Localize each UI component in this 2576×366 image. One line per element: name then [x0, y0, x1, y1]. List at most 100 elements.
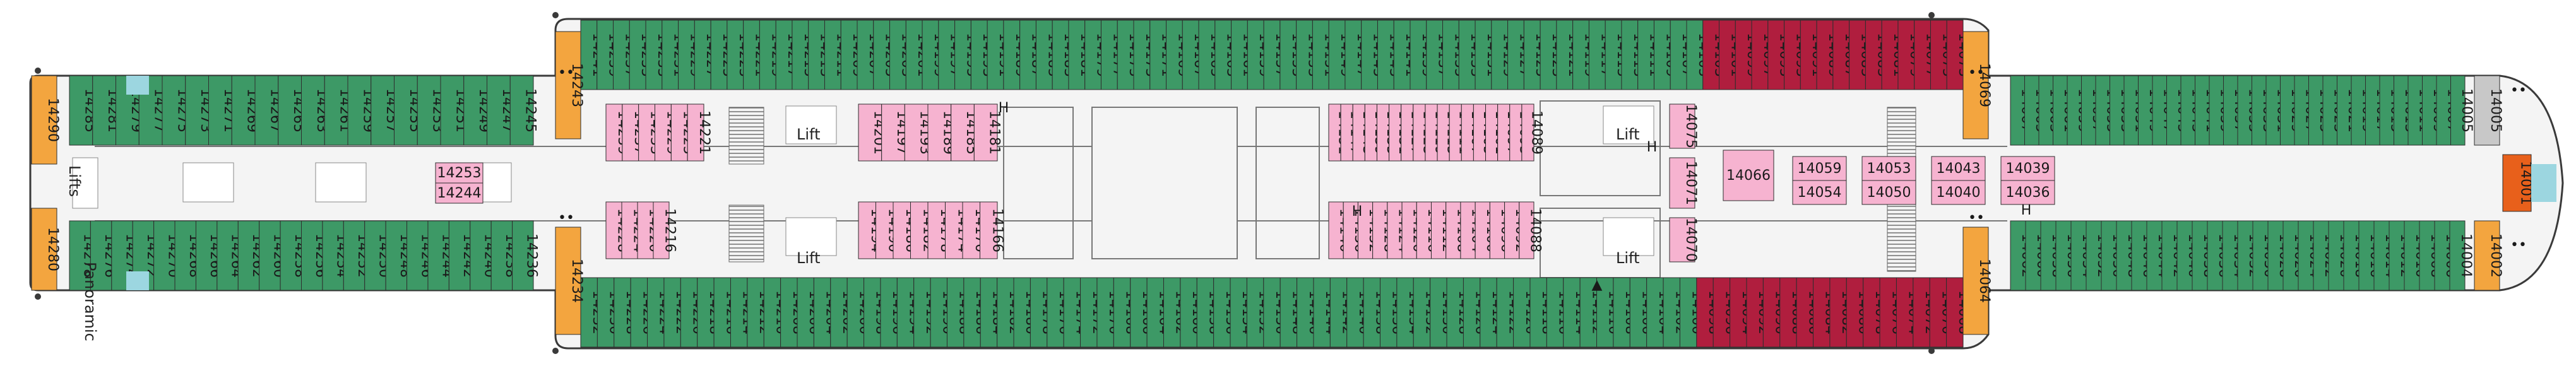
- panoramic-label: Panoramic: [81, 262, 99, 341]
- cabin-14066[interactable]: 14066: [1723, 150, 1774, 201]
- cabin-bot-fwd-14004-number: 14004: [2458, 233, 2474, 278]
- cabin-bot-aft-14268[interactable]: 14268: [174, 220, 202, 291]
- marker-star: ▲: [1592, 277, 1603, 293]
- marker-h-2: H: [1352, 204, 1363, 220]
- cabin-14053-number: 14053: [1867, 161, 1911, 177]
- cabin-14043[interactable]: 14043: [1931, 156, 1986, 181]
- suite-14002[interactable]: 14002: [2474, 220, 2503, 291]
- cabin-14054[interactable]: 14054: [1792, 180, 1847, 205]
- cabin-inner-top-b-14189[interactable]: 14189: [927, 103, 956, 162]
- cabin-inner-bot-a-14216[interactable]: 14216: [653, 201, 678, 259]
- cabin-bot-mid-14090[interactable]: 14090: [1762, 277, 1788, 348]
- suite-14280-aft[interactable]: 14280: [31, 208, 61, 291]
- cabin-top-aft-14253[interactable]: 14253: [417, 75, 446, 146]
- suite-14234[interactable]: 14234: [555, 227, 585, 335]
- suite-14001[interactable]: 14001: [2502, 154, 2534, 212]
- cabin-14075[interactable]: 14075: [1669, 103, 1699, 149]
- cabin-14039-number: 14039: [2006, 161, 2050, 177]
- cabin-14244[interactable]: 14244: [435, 182, 484, 204]
- cabin-14036-number: 14036: [2006, 185, 2050, 201]
- marker-dots-1: ••: [558, 210, 574, 226]
- cabin-inner-bot-b-14166[interactable]: 14166: [980, 201, 1006, 259]
- cabin-14059[interactable]: 14059: [1792, 156, 1847, 181]
- cabin-14059-number: 14059: [1798, 161, 1842, 177]
- cabin-top-aft-14257[interactable]: 14257: [371, 75, 399, 146]
- cabin-14040[interactable]: 14040: [1931, 180, 1986, 205]
- cabin-bot-fwd-14004[interactable]: 14004: [2449, 220, 2474, 291]
- marker-h-1: H: [999, 100, 1009, 116]
- cabin-14075-number: 14075: [1683, 104, 1699, 148]
- cabin-inner-bot-a-14216-number: 14216: [662, 208, 678, 252]
- cabin-inner-top-c-14089-number: 14089: [1528, 110, 1544, 155]
- suite-14002-number: 14002: [2488, 233, 2503, 278]
- cabin-bot-aft-14236-number: 14236: [523, 233, 539, 278]
- cabin-top-aft-14269[interactable]: 14269: [231, 75, 260, 146]
- lift-label-aft-top: Lift: [797, 126, 820, 143]
- cabin-inner-bot-c-14088-number: 14088: [1527, 208, 1543, 252]
- cabin-bot-aft-14258[interactable]: 14258: [280, 220, 307, 291]
- cabin-top-fwd-14005-number: 14005: [2459, 88, 2474, 133]
- suite-14064-number: 14064: [1976, 259, 1992, 303]
- cabin-inner-bot-b-14166-number: 14166: [989, 208, 1005, 252]
- lift-label-fwd-bottom: Lift: [1616, 249, 1639, 267]
- accent-block: [126, 271, 149, 290]
- cabin-14253[interactable]: 14253: [435, 162, 484, 184]
- suite-14064[interactable]: 14064: [1962, 227, 1992, 335]
- marker-dots-2: ••: [1968, 65, 1985, 81]
- cabin-top-aft-14249[interactable]: 14249: [463, 75, 492, 146]
- suite-14001-number: 14001: [2518, 161, 2534, 205]
- cabin-14005-number: 14005: [2488, 88, 2503, 133]
- suite-14069[interactable]: 14069: [1962, 31, 1992, 139]
- accent-block: [126, 76, 149, 95]
- cabin-14253-number: 14253: [437, 165, 482, 181]
- cabin-14040-number: 14040: [1937, 185, 1981, 201]
- suite-14243-number: 14243: [569, 63, 585, 107]
- marker-dots-4: ••: [2510, 83, 2527, 98]
- cabin-inner-bot-c-14088[interactable]: 14088: [1519, 201, 1543, 259]
- marker-dots-3: ••: [1968, 210, 1985, 226]
- cabin-top-aft-14245[interactable]: 14245: [509, 75, 538, 146]
- marker-dots-0: ••: [558, 65, 574, 81]
- cabin-inner-top-b-14181[interactable]: 14181: [973, 103, 1002, 162]
- cabin-14039[interactable]: 14039: [2000, 156, 2055, 181]
- cabin-14050-number: 14050: [1867, 185, 1911, 201]
- cabin-14244-number: 14244: [437, 186, 482, 201]
- cabin-bot-aft-14236[interactable]: 14236: [512, 220, 540, 291]
- stairwells: [728, 107, 1916, 272]
- marker-h-4: H: [1647, 139, 1658, 155]
- suite-14280-aft-number: 14280: [45, 227, 61, 271]
- lift-label-fwd-top: Lift: [1616, 126, 1639, 143]
- cabin-top-fwd-14005[interactable]: 14005: [2450, 75, 2474, 146]
- cabin-14070-number: 14070: [1683, 218, 1699, 262]
- cabin-top-aft-14251[interactable]: 14251: [440, 75, 468, 146]
- cabin-14036[interactable]: 14036: [2000, 180, 2055, 205]
- accent-block: [2531, 164, 2556, 202]
- cabin-14005[interactable]: 14005: [2474, 75, 2503, 146]
- cabin-inner-top-c-14089[interactable]: 14089: [1521, 103, 1545, 162]
- cabin-14071[interactable]: 14071: [1669, 157, 1699, 209]
- suite-14243[interactable]: 14243: [555, 31, 585, 139]
- cabin-14066-number: 14066: [1726, 168, 1771, 184]
- cabin-inner-top-a-14221[interactable]: 14221: [687, 103, 712, 162]
- cabin-14053[interactable]: 14053: [1861, 156, 1916, 181]
- bollards: [35, 12, 1935, 354]
- cabin-14043-number: 14043: [1937, 161, 1981, 177]
- cabin-14054-number: 14054: [1798, 185, 1842, 201]
- cabin-inner-top-b-14201[interactable]: 14201: [858, 103, 886, 162]
- suite-14069-number: 14069: [1976, 63, 1992, 107]
- cabin-14050[interactable]: 14050: [1861, 180, 1916, 205]
- suite-14234-number: 14234: [569, 259, 585, 303]
- lifts-label: Lifts: [66, 165, 83, 197]
- suite-14290-number: 14290: [45, 98, 61, 142]
- cabin-top-aft-14245-number: 14245: [523, 88, 538, 133]
- lift-label-aft-bottom: Lift: [797, 249, 820, 267]
- cabin-bot-aft-14246[interactable]: 14246: [407, 220, 434, 291]
- suite-14290[interactable]: 14290: [31, 75, 61, 165]
- marker-h-3: H: [2021, 203, 2032, 218]
- cabin-bot-aft-14270[interactable]: 14270: [153, 220, 181, 291]
- cabin-14070[interactable]: 14070: [1669, 217, 1699, 263]
- cabin-inner-top-b-14181-number: 14181: [987, 110, 1002, 155]
- cabin-bot-aft-14278[interactable]: 14278: [69, 220, 97, 291]
